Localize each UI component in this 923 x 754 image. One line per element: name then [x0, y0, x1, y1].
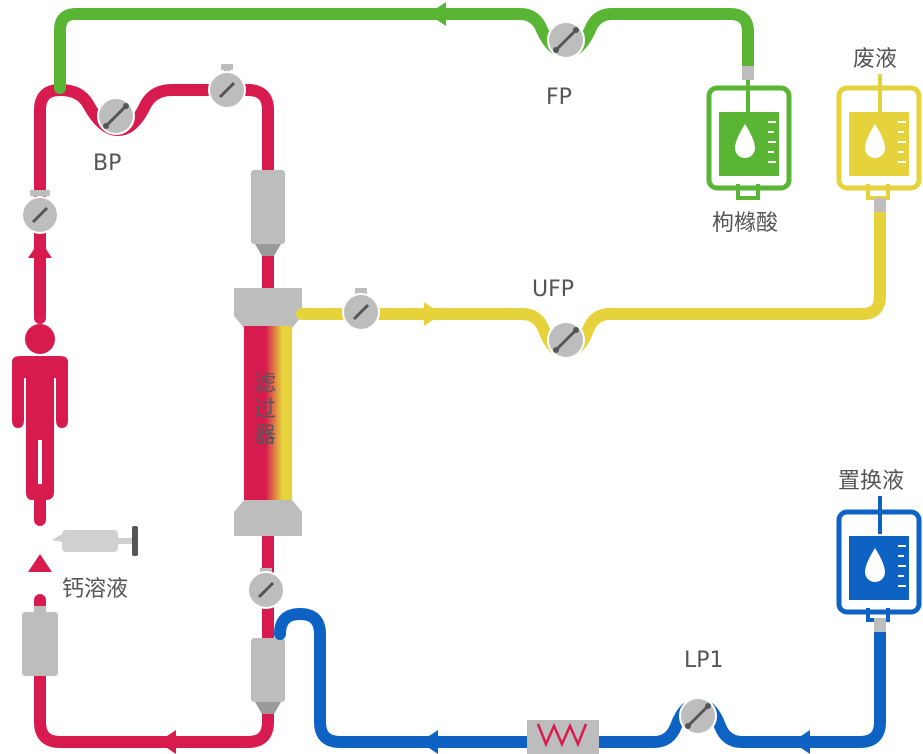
drop-icon [735, 124, 755, 158]
pressure-gauge-icon [247, 568, 285, 609]
drop-icon [865, 548, 885, 582]
syringe-icon [52, 526, 138, 556]
venous-chamber [251, 638, 285, 714]
replacement-label: 置换液 [838, 469, 904, 494]
fp-label: FP [546, 85, 572, 110]
citrate-circuit [54, 2, 754, 94]
replacement-circuit [274, 608, 886, 754]
waste-circuit [296, 206, 886, 358]
flow-arrow-icon [420, 730, 438, 754]
replacement-bag [836, 496, 922, 632]
return-chamber [22, 606, 58, 676]
lp1-label: LP1 [684, 648, 724, 673]
flow-arrow-icon [28, 554, 52, 572]
waste-bag [836, 74, 922, 212]
citrate-line [54, 8, 754, 94]
pump-icon [97, 97, 135, 135]
pressure-gauge-icon [208, 64, 246, 109]
person-icon [12, 324, 68, 500]
filter-icon [234, 288, 302, 536]
bp-label: BP [93, 151, 121, 176]
pump-icon [679, 697, 717, 735]
flow-arrow-icon [792, 730, 810, 754]
calcium-label: 钙溶液 [62, 577, 128, 602]
flow-arrow-icon [28, 240, 52, 258]
citrate-label: 枸橼酸 [712, 211, 778, 236]
heater-icon [527, 720, 599, 754]
waste-label: 废液 [853, 47, 897, 72]
pressure-gauge-icon [342, 288, 380, 331]
pump-icon [547, 321, 585, 359]
drop-icon [865, 124, 885, 158]
pressure-gauge-icon [21, 190, 59, 234]
blood-line-return [34, 484, 274, 748]
effluent-line [296, 206, 886, 358]
flow-arrow-icon [424, 302, 442, 326]
arterial-chamber [251, 170, 285, 256]
citrate-bag [706, 66, 792, 200]
flow-arrow-icon [158, 730, 176, 754]
pump-icon [547, 21, 585, 59]
blood-line-access [34, 84, 274, 324]
ufp-label: UFP [532, 277, 574, 302]
flow-arrow-icon [428, 2, 446, 26]
replacement-line [274, 608, 886, 748]
